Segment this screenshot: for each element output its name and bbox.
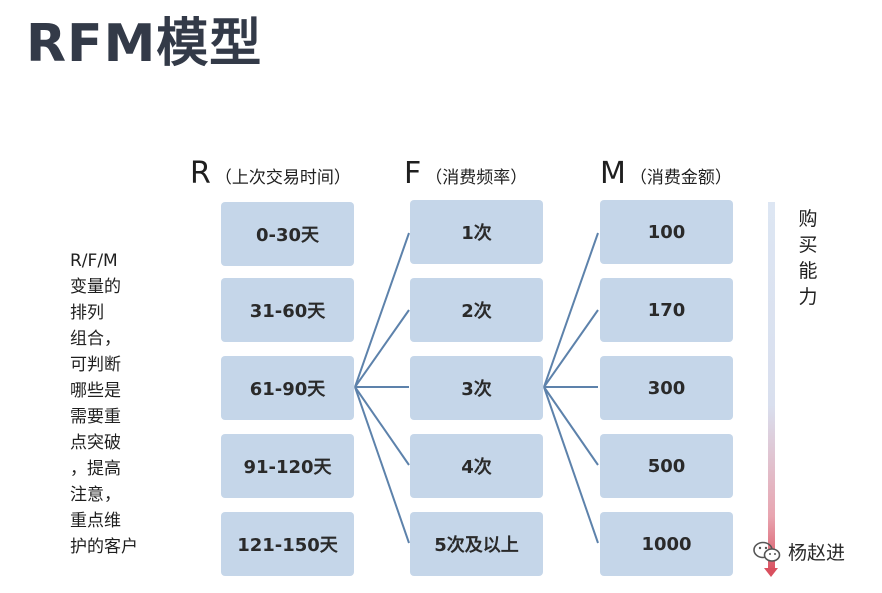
connector-line: [543, 386, 599, 466]
column-letter: M: [600, 156, 626, 191]
column-header-m: M （消费金额）: [600, 152, 732, 192]
m-box: 100: [600, 200, 733, 264]
column-header-f: F （消费频率）: [404, 152, 527, 192]
connector-line: [354, 386, 410, 466]
connector-line: [354, 309, 410, 388]
f-box: 1次: [410, 200, 543, 264]
column-header-r: R （上次交易时间）: [190, 152, 351, 192]
connector-line: [354, 386, 410, 544]
purchasing-power-bar: [768, 202, 775, 572]
watermark: 杨赵进: [752, 538, 845, 565]
column-letter: F: [404, 156, 422, 191]
column-letter: R: [190, 156, 211, 191]
r-box: 91-120天: [221, 434, 354, 498]
f-box: 2次: [410, 278, 543, 342]
r-box: 0-30天: [221, 202, 354, 266]
f-box: 4次: [410, 434, 543, 498]
arrow-down-icon: [764, 568, 778, 577]
f-box: 3次: [410, 356, 543, 420]
rfm-explanation: R/F/M 变量的 排列 组合， 可判断 哪些是 需要重 点突破 ，提高 注意，…: [70, 251, 138, 557]
column-subtitle: （消费金额）: [629, 168, 732, 188]
r-box: 61-90天: [221, 356, 354, 420]
wechat-icon: [753, 541, 781, 562]
f-box: 5次及以上: [410, 512, 543, 576]
connector-line: [543, 232, 599, 388]
r-box: 31-60天: [221, 278, 354, 342]
m-box: 300: [600, 356, 733, 420]
column-subtitle: （上次交易时间）: [214, 168, 351, 188]
watermark-text: 杨赵进: [788, 542, 846, 564]
column-subtitle: （消费频率）: [425, 168, 528, 188]
m-box: 500: [600, 434, 733, 498]
m-box: 170: [600, 278, 733, 342]
connector-line: [543, 386, 599, 544]
connector-line: [543, 309, 599, 388]
page-title: RFM模型: [26, 14, 263, 74]
purchasing-power-label: 购买能力: [798, 208, 818, 308]
m-box: 1000: [600, 512, 733, 576]
connector-line: [354, 232, 410, 388]
r-box: 121-150天: [221, 512, 354, 576]
